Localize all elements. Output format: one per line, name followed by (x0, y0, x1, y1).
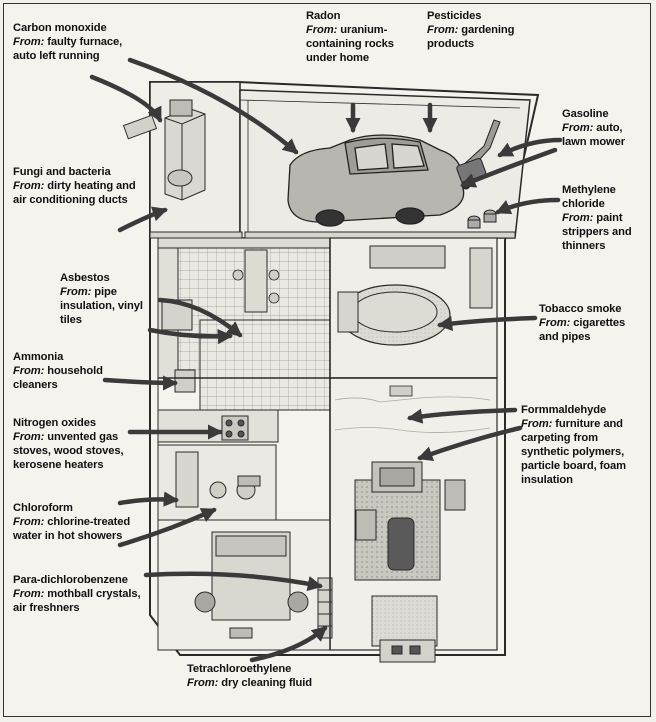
arrows (89, 57, 563, 663)
bathroom (157, 444, 277, 521)
car (287, 134, 465, 227)
label-gasoline: Gasoline From: auto, lawn mower (562, 108, 626, 148)
label-carbon-monoxide: Carbon monoxide From: faulty furnace, au… (13, 22, 123, 62)
label-asbestos: Asbestos From: pipe insulation, vinyl ti… (60, 272, 143, 326)
arrow-tobacco (436, 315, 538, 332)
label-ammonia: Ammonia From: household cleaners (13, 351, 103, 391)
arrow-chloroform-2 (117, 507, 217, 548)
arrow-fungi (117, 206, 168, 233)
label-chloroform: Chloroform From: chlorine-treated water … (13, 502, 131, 542)
arrow-para (143, 571, 324, 592)
label-pesticides: Pesticides From: gardening products (427, 10, 515, 50)
label-nitrogen: Nitrogen oxides From: unvented gas stove… (13, 417, 124, 471)
label-fungi: Fungi and bacteria From: dirty heating a… (13, 166, 136, 206)
arrow-carbon-monoxide-car (127, 57, 299, 155)
label-radon: Radon From: uranium-containing rocks und… (306, 10, 394, 64)
arrow-gasoline-mower (497, 137, 563, 158)
furnace (164, 99, 206, 201)
arrow-asbestos-tile (157, 297, 243, 338)
arrow-tetra (249, 625, 328, 663)
family-room (329, 377, 498, 663)
living-room (329, 237, 498, 379)
arrow-formaldehyde-2 (417, 425, 523, 462)
arrow-formaldehyde-1 (406, 407, 518, 424)
label-para: Para-dichlorobenzene From: mothball crys… (13, 574, 141, 614)
label-formaldehyde: Formmaldehyde From: furniture and carpet… (521, 404, 626, 486)
arrow-asbestos-pipe (147, 327, 234, 345)
arrow-carbon-monoxide (89, 74, 163, 123)
bedroom (157, 519, 333, 651)
arrow-methylene (495, 197, 561, 215)
paint-cans (467, 209, 497, 229)
label-tobacco: Tobacco smoke From: cigarettes and pipes (539, 303, 626, 343)
label-methylene: Methylene chloride From: paint strippers… (562, 184, 632, 252)
arrow-chloroform (117, 491, 180, 507)
label-tetra: Tetrachloroethylene From: dry cleaning f… (187, 663, 313, 689)
arrow-ammonia (102, 375, 179, 391)
arrow-gasoline-car (460, 147, 558, 188)
